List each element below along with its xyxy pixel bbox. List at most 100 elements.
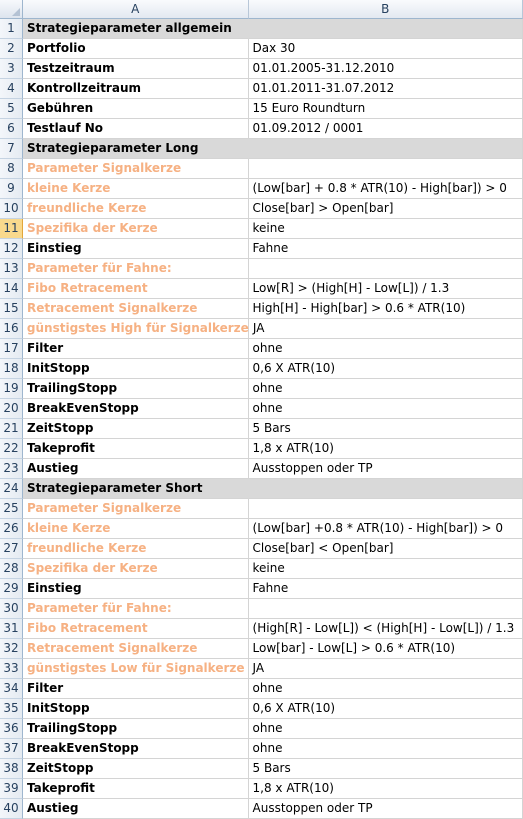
cell-a[interactable]: ZeitStopp xyxy=(22,419,249,439)
cell-b[interactable]: keine xyxy=(248,219,523,239)
cell-b[interactable]: 1,8 x ATR(10) xyxy=(248,439,523,459)
cell-b[interactable]: 5 Bars xyxy=(248,759,523,779)
row-header[interactable]: 17 xyxy=(0,339,23,359)
row-header[interactable]: 16 xyxy=(0,319,23,339)
row-header[interactable]: 19 xyxy=(0,379,23,399)
row-header[interactable]: 20 xyxy=(0,399,23,419)
cell-b[interactable]: 5 Bars xyxy=(248,419,523,439)
row-header[interactable]: 22 xyxy=(0,439,23,459)
cell-b[interactable]: High[H] - High[bar] > 0.6 * ATR(10) xyxy=(248,299,523,319)
cell-b[interactable]: (High[R] - Low[L]) < (High[H] - Low[L]) … xyxy=(248,619,523,639)
cell-a[interactable]: TrailingStopp xyxy=(22,719,249,739)
cell-a[interactable]: Kontrollzeitraum xyxy=(22,79,249,99)
cell-a[interactable]: Parameter für Fahne: xyxy=(22,259,249,279)
row-header[interactable]: 23 xyxy=(0,459,23,479)
row-header[interactable]: 13 xyxy=(0,259,23,279)
cell-a[interactable]: Retracement Signalkerze xyxy=(22,299,249,319)
cell-b[interactable]: 01.01.2011-31.07.2012 xyxy=(248,79,523,99)
cell-b[interactable] xyxy=(248,159,523,179)
row-header[interactable]: 29 xyxy=(0,579,23,599)
cell-b[interactable]: ohne xyxy=(248,679,523,699)
select-all-button[interactable] xyxy=(0,0,23,19)
cell-b[interactable]: Low[bar] - Low[L] > 0.6 * ATR(10) xyxy=(248,639,523,659)
row-header[interactable]: 15 xyxy=(0,299,23,319)
cell-a[interactable]: kleine Kerze xyxy=(22,519,249,539)
cell-a[interactable]: Strategieparameter allgemein xyxy=(22,19,249,39)
row-header[interactable]: 34 xyxy=(0,679,23,699)
cell-b[interactable]: ohne xyxy=(248,379,523,399)
cell-b[interactable]: 01.09.2012 / 0001 xyxy=(248,119,523,139)
cell-a[interactable]: Takeprofit xyxy=(22,439,249,459)
row-header[interactable]: 35 xyxy=(0,699,23,719)
cell-a[interactable]: freundliche Kerze xyxy=(22,539,249,559)
cell-a[interactable]: Parameter Signalkerze xyxy=(22,499,249,519)
row-header[interactable]: 30 xyxy=(0,599,23,619)
cell-a[interactable]: BreakEvenStopp xyxy=(22,399,249,419)
row-header[interactable]: 2 xyxy=(0,39,23,59)
cell-b[interactable] xyxy=(248,19,523,39)
cell-a[interactable]: Fibo Retracement xyxy=(22,619,249,639)
row-header[interactable]: 28 xyxy=(0,559,23,579)
cell-a[interactable]: Strategieparameter Long xyxy=(22,139,249,159)
cell-b[interactable]: Fahne xyxy=(248,239,523,259)
cell-a[interactable]: Fibo Retracement xyxy=(22,279,249,299)
cell-b[interactable]: (Low[bar] + 0.8 * ATR(10) - High[bar]) >… xyxy=(248,179,523,199)
cell-a[interactable]: InitStopp xyxy=(22,699,249,719)
cell-b[interactable]: Fahne xyxy=(248,579,523,599)
cell-a[interactable]: Parameter Signalkerze xyxy=(22,159,249,179)
cell-b[interactable] xyxy=(248,599,523,619)
row-header[interactable]: 3 xyxy=(0,59,23,79)
row-header[interactable]: 37 xyxy=(0,739,23,759)
cell-a[interactable]: TrailingStopp xyxy=(22,379,249,399)
row-header[interactable]: 11 xyxy=(0,219,23,239)
cell-a[interactable]: Strategieparameter Short xyxy=(22,479,249,499)
cell-b[interactable]: JA xyxy=(248,319,523,339)
cell-b[interactable]: 15 Euro Roundturn xyxy=(248,99,523,119)
cell-a[interactable]: freundliche Kerze xyxy=(22,199,249,219)
cell-a[interactable]: Spezifika der Kerze xyxy=(22,219,249,239)
cell-a[interactable]: Testlauf No xyxy=(22,119,249,139)
cell-a[interactable]: Portfolio xyxy=(22,39,249,59)
cell-b[interactable] xyxy=(248,259,523,279)
row-header[interactable]: 24 xyxy=(0,479,23,499)
row-header[interactable]: 5 xyxy=(0,99,23,119)
cell-b[interactable]: Dax 30 xyxy=(248,39,523,59)
row-header[interactable]: 1 xyxy=(0,19,23,39)
row-header[interactable]: 39 xyxy=(0,779,23,799)
cell-a[interactable]: InitStopp xyxy=(22,359,249,379)
cell-a[interactable]: Filter xyxy=(22,339,249,359)
cell-b[interactable]: Ausstoppen oder TP xyxy=(248,459,523,479)
row-header[interactable]: 33 xyxy=(0,659,23,679)
cell-a[interactable]: günstigstes Low für Signalkerze xyxy=(22,659,249,679)
cell-a[interactable]: Parameter für Fahne: xyxy=(22,599,249,619)
row-header[interactable]: 10 xyxy=(0,199,23,219)
row-header[interactable]: 27 xyxy=(0,539,23,559)
cell-a[interactable]: Einstieg xyxy=(22,239,249,259)
cell-a[interactable]: BreakEvenStopp xyxy=(22,739,249,759)
row-header[interactable]: 36 xyxy=(0,719,23,739)
row-header[interactable]: 6 xyxy=(0,119,23,139)
row-header[interactable]: 12 xyxy=(0,239,23,259)
cell-a[interactable]: Einstieg xyxy=(22,579,249,599)
row-header[interactable]: 14 xyxy=(0,279,23,299)
cell-b[interactable]: Close[bar] < Open[bar] xyxy=(248,539,523,559)
row-header[interactable]: 4 xyxy=(0,79,23,99)
cell-b[interactable]: keine xyxy=(248,559,523,579)
cell-b[interactable] xyxy=(248,499,523,519)
row-header[interactable]: 21 xyxy=(0,419,23,439)
row-header[interactable]: 32 xyxy=(0,639,23,659)
row-header[interactable]: 26 xyxy=(0,519,23,539)
cell-a[interactable]: Takeprofit xyxy=(22,779,249,799)
column-header-a[interactable]: A xyxy=(22,0,249,19)
row-header[interactable]: 18 xyxy=(0,359,23,379)
cell-a[interactable]: Gebühren xyxy=(22,99,249,119)
column-header-b[interactable]: B xyxy=(248,0,523,19)
cell-a[interactable]: kleine Kerze xyxy=(22,179,249,199)
cell-b[interactable]: 1,8 x ATR(10) xyxy=(248,779,523,799)
cell-b[interactable]: 01.01.2005-31.12.2010 xyxy=(248,59,523,79)
row-header[interactable]: 38 xyxy=(0,759,23,779)
row-header[interactable]: 8 xyxy=(0,159,23,179)
cell-a[interactable]: Filter xyxy=(22,679,249,699)
cell-a[interactable]: Retracement Signalkerze xyxy=(22,639,249,659)
cell-a[interactable]: Austieg xyxy=(22,799,249,819)
